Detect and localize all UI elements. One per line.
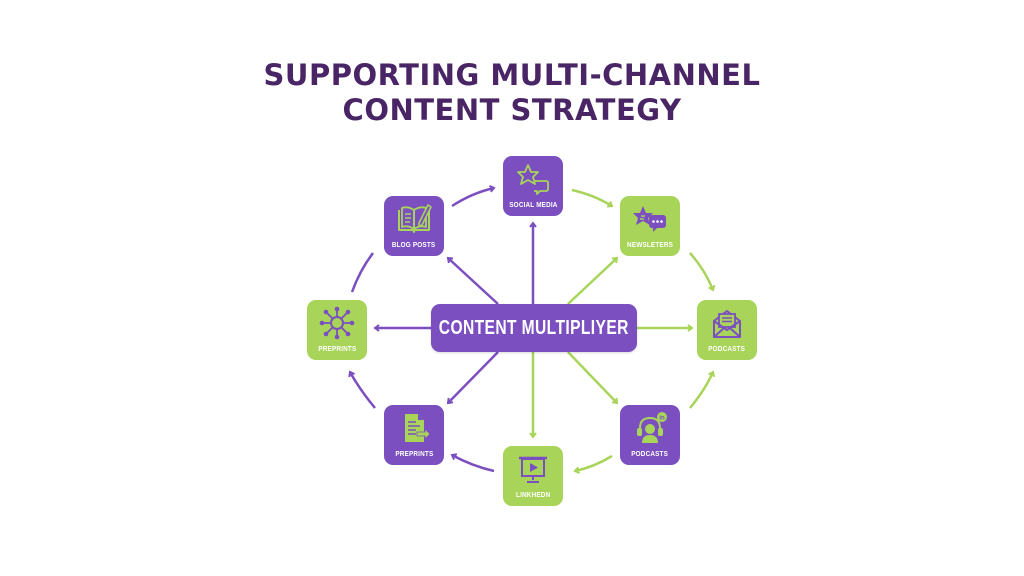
node-label: BLOG POSTS: [392, 240, 436, 249]
hub-label: CONTENT MULTIPLIYER: [439, 316, 629, 339]
envelope-icon: [713, 310, 741, 338]
node-linkedin: LINKHEDN: [503, 446, 563, 506]
content-multiplier-hub: CONTENT MULTIPLIYER: [431, 304, 637, 352]
flow-social-to-newsletters: [571, 188, 614, 208]
node-label: PODCASTS: [631, 449, 669, 458]
flow-preprints-doc-to-network: [348, 370, 376, 409]
node-label: PREPRINTS: [317, 344, 357, 353]
network-hub-icon: [319, 306, 355, 340]
star-message-icon: [633, 206, 666, 232]
node-podcasts-headset: in PODCASTS: [620, 405, 680, 465]
book-pen-icon: [398, 204, 432, 233]
title-line-1: SUPPORTING MULTI-CHANNEL: [263, 58, 761, 92]
node-podcasts-mail: PODCASTS: [697, 300, 757, 360]
node-social-media: SOCIAL MEDIA: [503, 156, 563, 216]
flow-newsletters-to-podcasts: [689, 252, 716, 292]
node-label: SOCIAL MEDIA: [508, 200, 558, 209]
node-preprints-network: PREPRINTS: [307, 300, 367, 360]
page-title: SUPPORTING MULTI-CHANNEL CONTENT STRATEG…: [0, 58, 1024, 128]
flow-network-to-blog: [350, 252, 374, 293]
node-newsletters: NEWSLETERS: [620, 196, 680, 256]
presentation-screen-icon: [519, 456, 547, 483]
node-preprints-doc: PREPRINTS: [384, 405, 444, 465]
headset-user-icon: in: [637, 412, 667, 443]
spoke-to-preprints-doc: [446, 351, 499, 405]
document-export-icon: [405, 414, 431, 442]
star-chat-icon: [517, 164, 549, 195]
flow-blog-to-social: [451, 185, 496, 208]
flow-headset-to-linkedin: [573, 454, 613, 475]
svg-text:in: in: [659, 416, 665, 422]
flow-podcasts-to-headset: [689, 370, 716, 409]
title-line-2: CONTENT STRATEGY: [342, 93, 682, 127]
node-label: LINKHEDN: [515, 490, 551, 499]
spoke-to-blog-posts: [446, 256, 499, 305]
node-label: NEWSLETERS: [627, 240, 673, 249]
node-label: PODCASTS: [708, 344, 746, 353]
spoke-to-podcasts-headset: [567, 351, 619, 405]
node-blog-posts: BLOG POSTS: [384, 196, 444, 256]
spoke-to-newsletters: [567, 256, 619, 305]
node-label: PREPRINTS: [394, 449, 434, 458]
flow-linkedin-to-preprints-doc: [450, 453, 495, 473]
